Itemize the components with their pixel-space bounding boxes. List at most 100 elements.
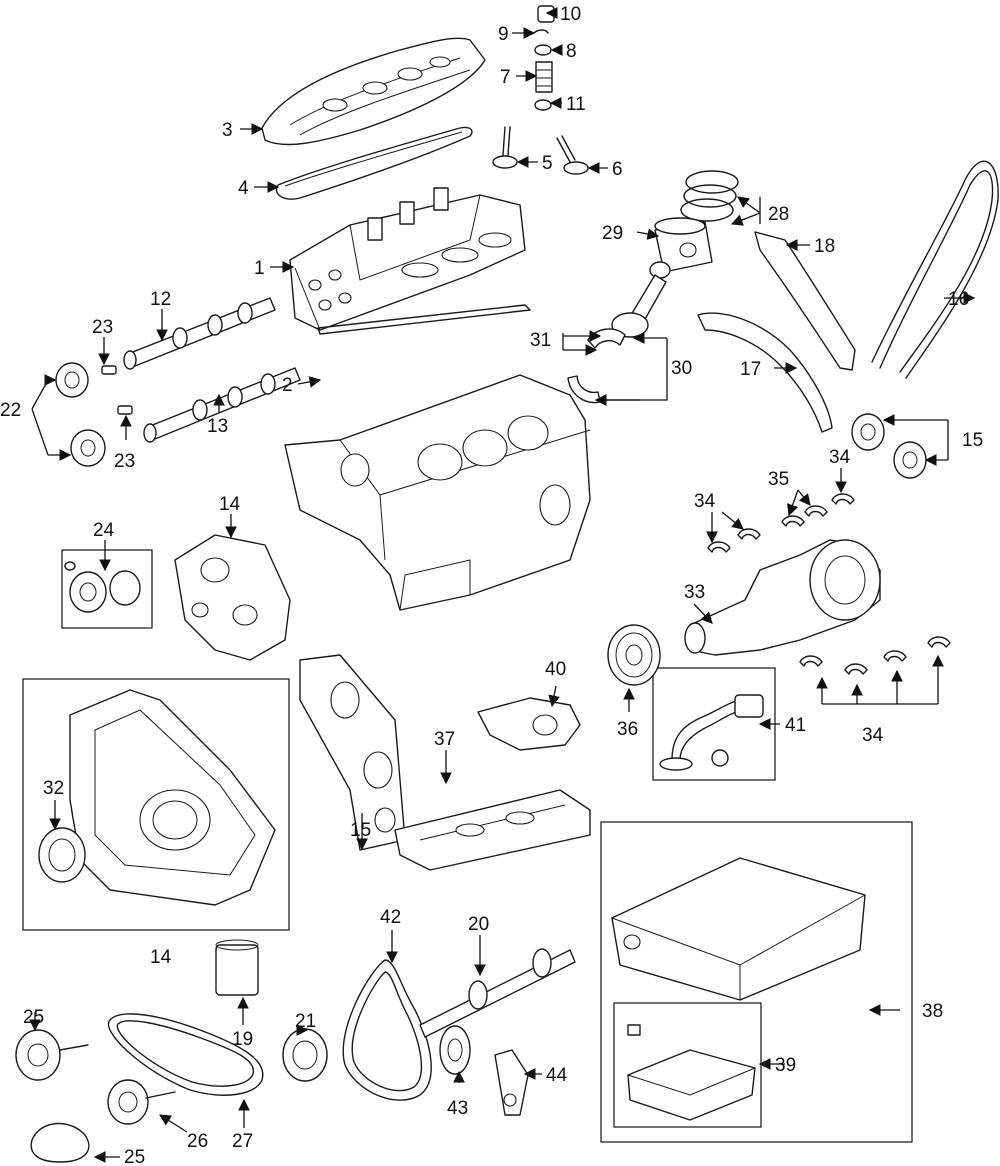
callout-labels: 10 9 8 7 11 3 4 5 6 28 29 1 18 16 12 23 … (0, 4, 983, 1166)
callout-38: 38 (922, 1001, 943, 1022)
oil-pump-part (477, 697, 581, 751)
callout-6: 6 (612, 159, 623, 180)
callout-4: 4 (238, 178, 249, 199)
rear-timing-cover-part (174, 534, 291, 661)
leader-lines (29, 7, 976, 1163)
callout-44: 44 (546, 1065, 568, 1086)
oil-filter-part (215, 939, 259, 996)
idler-gear-part (439, 1025, 471, 1075)
callout-23-lower: 23 (114, 451, 135, 472)
callout-31: 31 (530, 330, 551, 351)
callout-15-upper: 15 (962, 430, 983, 451)
tensioner-arm-part (494, 1049, 529, 1116)
oil-pan-group-box (600, 821, 913, 1143)
water-pump-group-box (61, 549, 153, 629)
callout-9: 9 (498, 24, 509, 45)
valve-cover-gasket-part (275, 126, 473, 200)
callout-3: 3 (222, 120, 233, 141)
front-seal-part (38, 827, 86, 883)
callout-14-upper: 14 (219, 494, 241, 515)
callout-20: 20 (468, 914, 489, 935)
callout-7: 7 (500, 67, 511, 88)
cylinder-head-part (289, 187, 526, 331)
phaser-bolt-lower-part (117, 405, 133, 415)
callout-16: 16 (948, 289, 969, 310)
chain-guide-part (697, 312, 833, 433)
timing-chain-part (871, 160, 999, 379)
callout-43: 43 (447, 1098, 468, 1119)
callout-41: 41 (785, 715, 806, 736)
callout-17: 17 (740, 359, 761, 380)
callout-26: 26 (187, 1131, 208, 1152)
camshaft-upper-part (123, 297, 276, 370)
callout-24: 24 (93, 520, 115, 541)
callout-34-bottom: 34 (862, 725, 884, 746)
valve-spring-stack-part (533, 5, 555, 111)
balance-shaft-part (419, 948, 576, 1038)
callout-12: 12 (150, 289, 171, 310)
callout-29: 29 (602, 223, 623, 244)
crank-pulley-part (607, 624, 661, 686)
tensioner-pulley-part (107, 1079, 176, 1125)
oil-pickup-part (659, 694, 764, 771)
front-cover-part (69, 689, 276, 906)
callout-13: 13 (207, 416, 228, 437)
windage-tray-part (394, 789, 591, 871)
callout-22: 22 (0, 400, 21, 421)
front-cover-group-box (22, 678, 290, 931)
callout-36: 36 (617, 719, 638, 740)
callout-5: 5 (542, 153, 553, 174)
callout-11: 11 (566, 94, 586, 115)
crank-sprocket-part (893, 441, 927, 479)
chain-tensioner-part (754, 231, 856, 371)
engine-block-part (284, 374, 591, 611)
cam-phaser-upper-part (55, 362, 89, 398)
callout-18: 18 (814, 236, 835, 257)
callout-21: 21 (295, 1011, 316, 1032)
callout-1: 1 (254, 258, 265, 279)
callout-25-lower: 25 (124, 1147, 145, 1166)
callout-42: 42 (380, 907, 401, 928)
rod-bearing-lower-part (567, 375, 601, 404)
rod-bearing-upper-part (587, 328, 626, 349)
callout-30: 30 (671, 358, 692, 379)
callout-23-upper: 23 (92, 317, 113, 338)
main-bearings-part (707, 493, 951, 675)
lower-oil-pan-part (627, 1024, 756, 1121)
callout-10: 10 (560, 4, 581, 25)
timing-belt-part (107, 1013, 264, 1096)
callout-34-top: 34 (829, 447, 851, 468)
callout-2: 2 (282, 375, 293, 396)
callout-19: 19 (232, 1029, 253, 1050)
timing-cover-plate-part (299, 654, 406, 851)
head-gasket-part (317, 304, 531, 335)
callout-8: 8 (566, 41, 577, 62)
accessory-belt-part (342, 959, 432, 1101)
piston-rings-part (680, 170, 739, 222)
pump-sprocket-upper-part (15, 1029, 89, 1081)
callout-34-mid: 34 (694, 491, 716, 512)
callout-27: 27 (232, 1131, 253, 1152)
balance-sprocket-part (282, 1028, 328, 1082)
callout-25-upper: 25 (23, 1007, 44, 1028)
callout-35: 35 (768, 469, 789, 490)
callout-32: 32 (43, 778, 64, 799)
pump-sprocket-lower-part (30, 1122, 90, 1163)
callout-33: 33 (684, 582, 705, 603)
exhaust-valve-part (556, 135, 589, 175)
connecting-rod-part (611, 261, 671, 338)
piston-part (654, 217, 713, 273)
phaser-bolt-upper-part (101, 365, 117, 375)
water-pump-part (64, 561, 141, 613)
callout-37: 37 (434, 729, 455, 750)
callout-39: 39 (775, 1055, 796, 1076)
callout-40: 40 (545, 659, 566, 680)
callout-28: 28 (768, 204, 789, 225)
callout-14-lower: 14 (150, 947, 172, 968)
intake-valve-part (492, 126, 518, 169)
upper-oil-pan-part (611, 857, 866, 1001)
valve-cover-part (261, 37, 486, 146)
callout-15-lower: 15 (350, 820, 371, 841)
cam-phaser-lower-part (70, 429, 106, 467)
